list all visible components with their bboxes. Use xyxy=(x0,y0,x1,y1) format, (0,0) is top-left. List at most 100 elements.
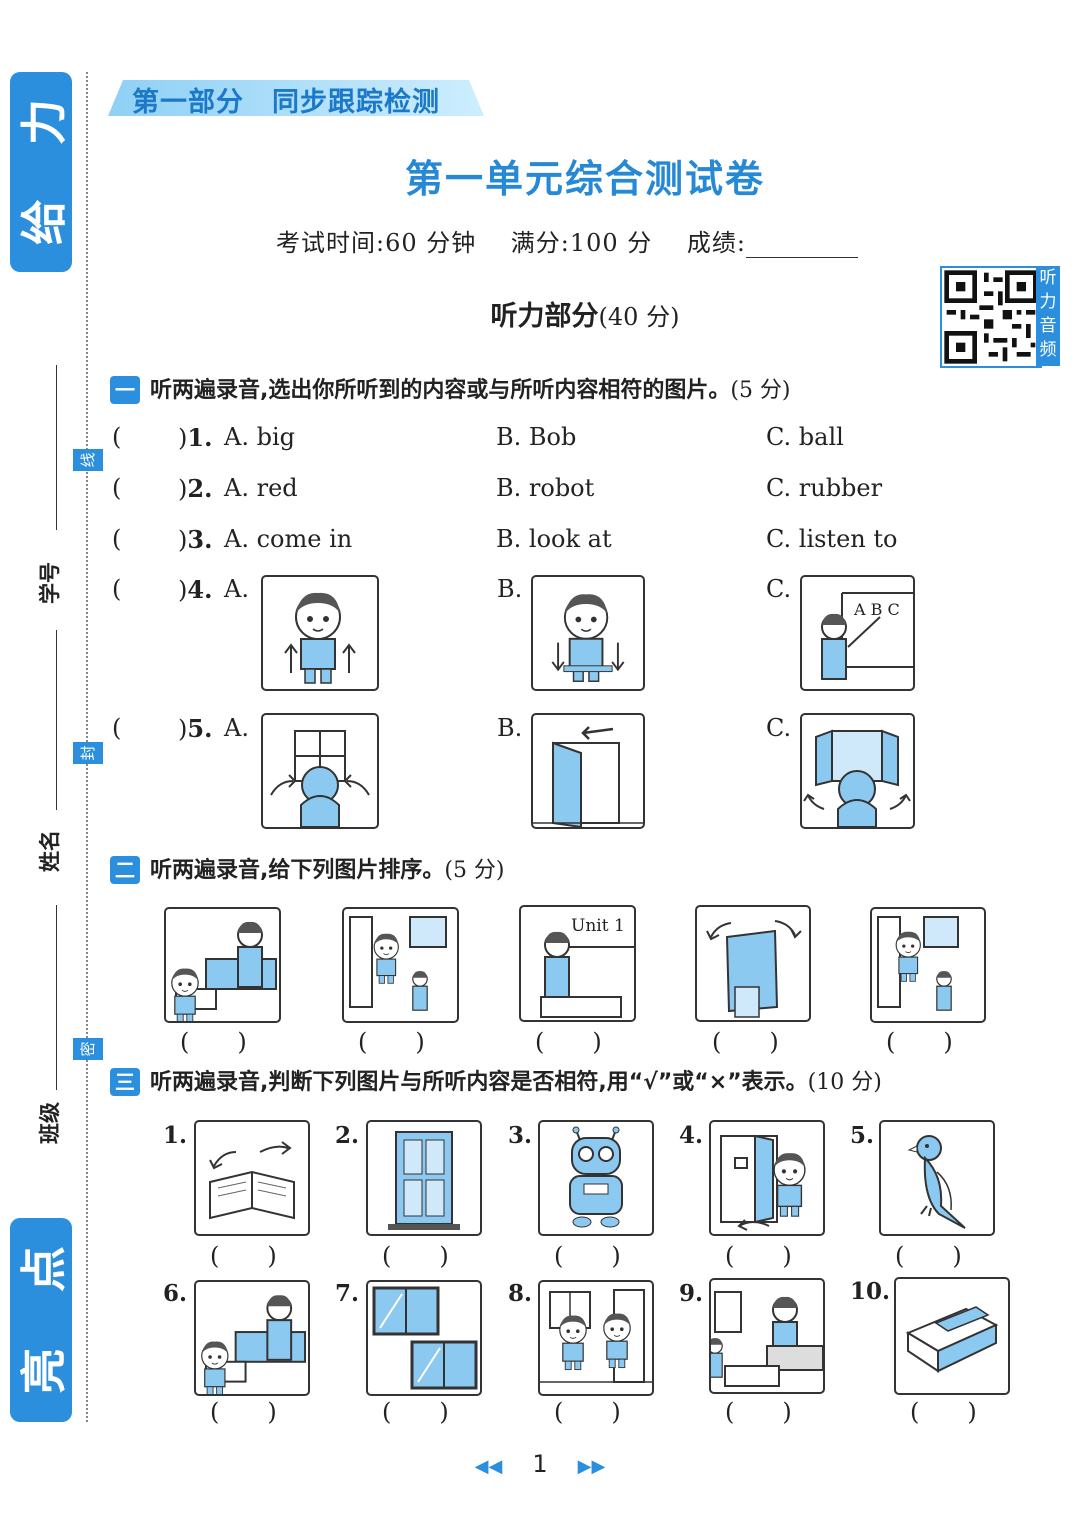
s3-answer-5[interactable]: ( ) xyxy=(895,1242,962,1270)
q1-option-c: C. ball xyxy=(766,423,844,451)
paren-open: ( xyxy=(112,575,122,603)
q4-picture-c-teacher-board[interactable]: A B C xyxy=(800,575,915,691)
q2-option-b: B. robot xyxy=(496,474,595,502)
page-footer: ◀◀ 1 ▶▶ xyxy=(0,1450,1080,1478)
s3-num-6: 6. xyxy=(163,1280,188,1307)
exam-info: 考试时间:60 分钟 满分:100 分 成绩: xyxy=(276,223,858,258)
q1-option-a: A. big xyxy=(224,423,295,451)
q5-picture-a-close-window[interactable] xyxy=(261,713,379,829)
s3-picture-7-windows[interactable] xyxy=(366,1280,482,1396)
s2-picture-3-unit1-board[interactable]: Unit 1 xyxy=(519,905,636,1022)
s3-num-3: 3. xyxy=(508,1122,533,1149)
q5-label-b: B. xyxy=(497,714,523,742)
q4-picture-b-sit-down[interactable] xyxy=(531,575,645,691)
score-label: 成绩: xyxy=(686,229,746,257)
q5-picture-b-open-door[interactable] xyxy=(531,713,645,829)
section-1-number: 一 xyxy=(110,376,140,404)
s3-picture-8-window-door[interactable] xyxy=(538,1280,654,1396)
q4-label-c: C. xyxy=(766,575,792,603)
q3-paren[interactable]: ( xyxy=(112,525,121,553)
s2-answer-2[interactable]: ( ) xyxy=(358,1028,425,1056)
brand-tab-bottom: 点 亮 xyxy=(10,1218,72,1422)
brand-tab-top: 力 给 xyxy=(10,72,72,272)
q4-picture-a-stand-up[interactable] xyxy=(261,575,379,691)
qr-tab-char: 听 xyxy=(1039,268,1057,288)
s3-num-4: 4. xyxy=(679,1122,704,1149)
s2-picture-2-girl-at-door[interactable] xyxy=(342,907,459,1023)
s3-picture-9-classroom[interactable] xyxy=(709,1278,825,1394)
brand-tab-char: 给 xyxy=(17,199,71,245)
s3-num-7: 7. xyxy=(335,1280,360,1307)
class-line[interactable] xyxy=(56,905,57,1090)
score-blank[interactable] xyxy=(745,231,858,258)
s3-answer-7[interactable]: ( ) xyxy=(382,1398,449,1426)
paren-open: ( xyxy=(112,525,122,553)
q5-paren[interactable]: ( xyxy=(112,714,121,742)
s2-answer-1[interactable]: ( ) xyxy=(180,1028,247,1056)
qr-code-icon[interactable] xyxy=(940,266,1042,368)
s2-answer-4[interactable]: ( ) xyxy=(712,1028,779,1056)
paren-close: ) xyxy=(178,576,188,604)
s3-picture-5-bird[interactable] xyxy=(879,1120,995,1236)
q4-num-text: 4. xyxy=(187,575,213,604)
exam-full-score: 满分:100 分 xyxy=(510,229,653,257)
q3-num-text: 3. xyxy=(187,525,213,554)
s2-picture-5-boy-at-door[interactable] xyxy=(870,907,986,1023)
q4-label-a: A. xyxy=(224,575,249,603)
part-band xyxy=(108,80,484,116)
s3-num-9: 9. xyxy=(679,1280,704,1307)
paren-close: ) xyxy=(178,424,188,452)
s3-answer-9[interactable]: ( ) xyxy=(725,1398,792,1426)
section-3-text: 听两遍录音,判断下列图片与所听内容是否相符,用“√”或“×”表示。 xyxy=(150,1070,808,1095)
section-2-points: (5 分) xyxy=(444,858,505,883)
q5-number: )5. xyxy=(178,714,212,743)
board-abc: A B C xyxy=(853,600,900,619)
section-2-text: 听两遍录音,给下列图片排序。 xyxy=(150,858,445,883)
cut-mark-feng: 封 xyxy=(73,742,103,764)
s2-picture-4-open-book[interactable] xyxy=(695,905,811,1022)
q2-number: )2. xyxy=(178,474,212,503)
section-3-points: (10 分) xyxy=(807,1070,882,1095)
qr-tab-char: 音 xyxy=(1039,316,1057,336)
s3-num-10: 10. xyxy=(850,1278,891,1305)
s2-answer-3[interactable]: ( ) xyxy=(535,1028,602,1056)
name-line[interactable] xyxy=(56,630,57,810)
section-1-heading: 一听两遍录音,选出你所听到的内容或与所听内容相符的图片。(5 分) xyxy=(110,372,791,404)
prev-page-icon[interactable]: ◀◀ xyxy=(474,1456,503,1477)
cut-mark-mi: 密 xyxy=(73,1038,103,1060)
s3-picture-4-close-door[interactable] xyxy=(709,1120,825,1236)
s3-picture-1-open-book[interactable] xyxy=(194,1120,310,1236)
class-label: 班级 xyxy=(38,1102,62,1144)
listening-heading: 听力部分(40 分) xyxy=(0,294,1080,333)
q3-option-b: B. look at xyxy=(496,525,612,553)
s2-answer-5[interactable]: ( ) xyxy=(886,1028,953,1056)
qr-tab-char: 频 xyxy=(1039,340,1057,360)
s3-picture-6-classroom[interactable] xyxy=(194,1280,310,1396)
s3-answer-4[interactable]: ( ) xyxy=(725,1242,792,1270)
s2-picture-1-classroom[interactable] xyxy=(164,907,281,1023)
s3-picture-2-door[interactable] xyxy=(366,1120,482,1236)
student-id-line[interactable] xyxy=(56,365,57,530)
q5-picture-c-open-window[interactable] xyxy=(800,713,915,829)
s3-answer-3[interactable]: ( ) xyxy=(554,1242,621,1270)
section-3-number: 三 xyxy=(110,1068,140,1096)
page-number: 1 xyxy=(532,1450,548,1478)
student-id-label: 学号 xyxy=(38,562,62,604)
q2-paren[interactable]: ( xyxy=(112,474,121,502)
q1-paren[interactable]: ( xyxy=(112,423,121,451)
listening-points: (40 分) xyxy=(598,303,680,331)
s3-answer-2[interactable]: ( ) xyxy=(382,1242,449,1270)
s3-answer-1[interactable]: ( ) xyxy=(210,1242,277,1270)
next-page-icon[interactable]: ▶▶ xyxy=(577,1456,606,1477)
qr-audio-tab[interactable]: 听 力 音 频 xyxy=(1036,266,1060,366)
listening-title: 听力部分 xyxy=(490,301,599,332)
s3-answer-10[interactable]: ( ) xyxy=(910,1398,977,1426)
s3-picture-10-eraser[interactable] xyxy=(894,1277,1010,1395)
paren-close: ) xyxy=(178,475,188,503)
q4-paren[interactable]: ( xyxy=(112,575,121,603)
section-3-heading: 三听两遍录音,判断下列图片与所听内容是否相符,用“√”或“×”表示。(10 分) xyxy=(110,1064,882,1096)
cut-mark-xian: 线 xyxy=(73,449,103,471)
s3-picture-3-robot[interactable] xyxy=(538,1120,654,1236)
s3-answer-8[interactable]: ( ) xyxy=(554,1398,621,1426)
s3-answer-6[interactable]: ( ) xyxy=(210,1398,277,1426)
